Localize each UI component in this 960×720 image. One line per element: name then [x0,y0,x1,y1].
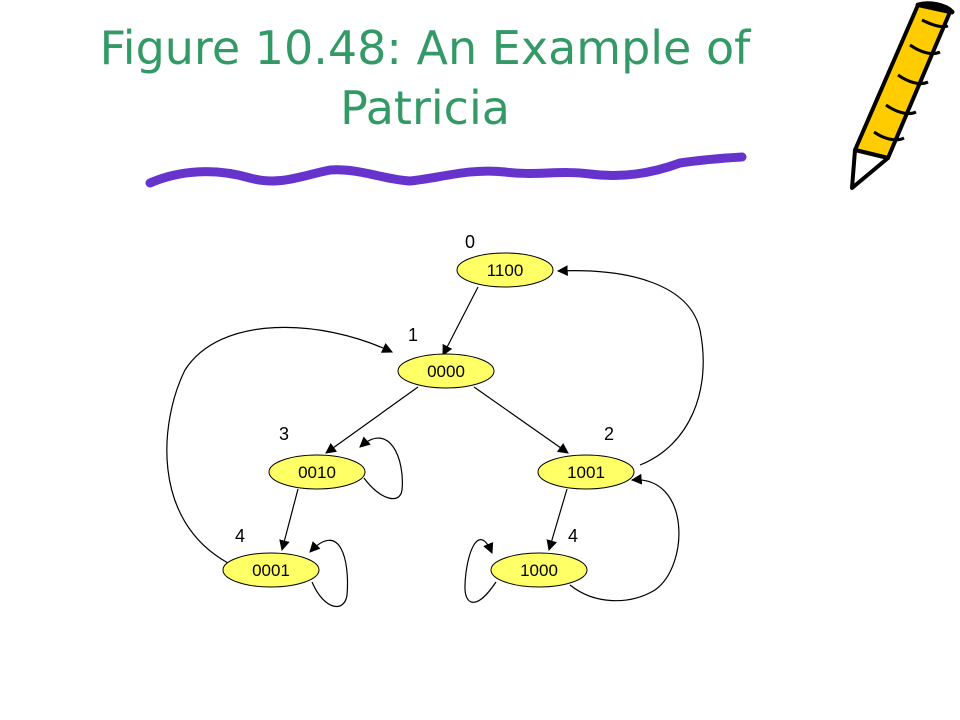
bit-index-label: 2 [604,424,614,444]
edge-0000-1001 [473,386,569,454]
node-key: 0000 [427,362,465,381]
bit-index-label: 3 [279,424,289,444]
node-0001: 0001 4 [222,526,320,588]
edge-0010-0001 [279,488,299,552]
title-line-1: Figure 10.48: An Example of [99,21,751,75]
bit-index-label: 0 [465,232,475,252]
edge-0000-0010 [325,386,419,454]
bit-index-label: 4 [568,526,578,546]
bit-index-label: 1 [408,325,418,345]
node-key: 1000 [520,561,558,580]
edge-1100-0000 [442,286,479,356]
back-edge-1001-1100 [556,265,704,466]
node-1100: 1100 0 [456,232,554,288]
pencil-icon [850,1,955,190]
edge-1001-1000 [546,488,568,552]
node-key: 1001 [567,463,605,482]
node-0010: 0010 3 [268,424,366,490]
self-loop-0001 [309,539,349,608]
slide-title: Figure 10.48: An Example of Patricia [40,18,810,138]
node-0000: 0000 1 [397,325,495,389]
self-loop-1000 [464,539,497,603]
bit-index-label: 4 [235,526,245,546]
back-edge-1000-1001 [569,473,680,602]
title-underline [145,152,747,188]
node-key: 0001 [252,561,290,580]
node-1001: 1001 2 [537,424,635,490]
back-edge-0001-0000 [166,326,393,564]
node-key: 0010 [298,463,336,482]
title-line-2: Patricia [340,81,510,135]
node-key: 1100 [487,261,524,280]
node-1000: 1000 4 [490,526,588,588]
self-loop-0010 [359,436,403,500]
